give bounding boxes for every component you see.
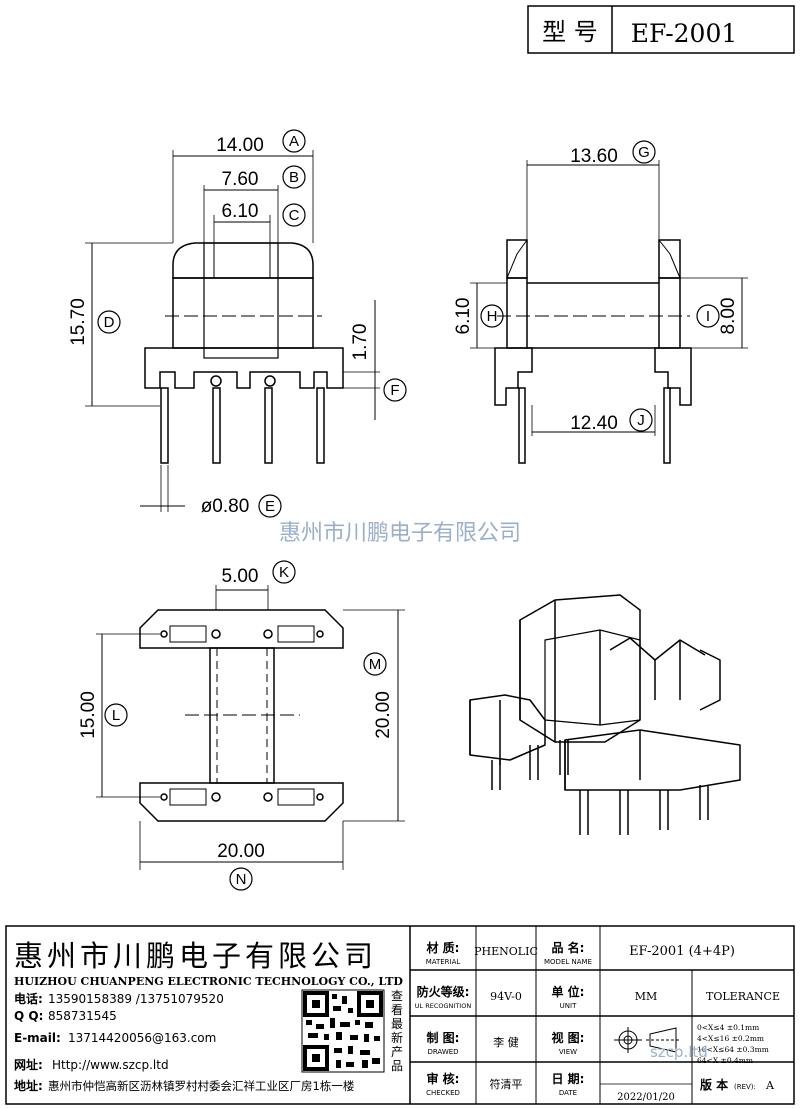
svg-text:(REV):: (REV): (734, 1083, 756, 1091)
svg-text:64<X ±0.4mm: 64<X ±0.4mm (697, 1056, 753, 1065)
svg-text:看: 看 (391, 1003, 403, 1017)
letter-n: N (236, 871, 247, 888)
dim-l: 15.00 (78, 691, 99, 739)
spec-table: 材 质: MATERIAL PHENOLIC 品 名: MODEL NAME E… (415, 940, 780, 1103)
bottom-view (96, 585, 405, 870)
svg-text:产: 产 (391, 1045, 403, 1059)
svg-text:符清平: 符清平 (490, 1078, 523, 1091)
letter-a: A (289, 133, 299, 150)
dim-f: 1.70 (350, 324, 371, 361)
svg-text:防火等级:: 防火等级: (417, 984, 470, 999)
svg-text:94V-0: 94V-0 (490, 990, 522, 1003)
svg-text:2022/01/20: 2022/01/20 (617, 1092, 675, 1103)
svg-text:4<X≤16 ±0.2mm: 4<X≤16 ±0.2mm (697, 1034, 764, 1043)
dim-c: 6.10 (222, 201, 259, 222)
svg-text:UNIT: UNIT (560, 1002, 577, 1010)
svg-text:视 图:: 视 图: (552, 1030, 585, 1045)
svg-text:审 核:: 审 核: (427, 1071, 460, 1086)
svg-text:品 名:: 品 名: (552, 940, 585, 955)
model-header: 型 号 EF-2001 (527, 5, 795, 54)
svg-text:MM: MM (635, 990, 658, 1003)
svg-text:VIEW: VIEW (559, 1048, 577, 1056)
title-block (5, 925, 795, 1105)
dim-g: 13.60 (570, 146, 618, 167)
email-label: E-mail: (14, 1031, 61, 1045)
svg-text:查: 查 (391, 989, 403, 1003)
front-view-labels: 14.00 7.60 6.10 15.70 1.70 ø0.80 A B C D… (68, 129, 407, 518)
svg-text:单 位:: 单 位: (552, 984, 585, 999)
address-value: 惠州市仲恺高新区沥林镇罗村村委会汇祥工业区厂房1栋一楼 (48, 1079, 355, 1093)
letter-f: F (390, 382, 399, 399)
svg-text:制 图:: 制 图: (427, 1030, 460, 1045)
dim-m: 20.00 (373, 691, 394, 739)
phone-label: 电话: (14, 991, 43, 1006)
svg-text:日 期:: 日 期: (552, 1071, 585, 1086)
company-block: 惠州市川鹏电子有限公司 HUIZHOU CHUANPENG ELECTRONIC… (14, 939, 403, 1093)
svg-text:MODEL NAME: MODEL NAME (544, 958, 592, 966)
dim-d: 15.70 (68, 298, 89, 346)
letter-e: E (265, 498, 275, 515)
svg-text:CHECKED: CHECKED (426, 1089, 460, 1097)
svg-text:16<X≤64 ±0.3mm: 16<X≤64 ±0.3mm (697, 1045, 769, 1054)
dim-n: 20.00 (217, 841, 265, 862)
dim-b: 7.60 (222, 169, 259, 190)
letter-d: D (104, 314, 115, 331)
svg-text:DRAWED: DRAWED (427, 1048, 458, 1056)
model-value: EF-2001 (631, 19, 738, 48)
letter-b: B (289, 169, 299, 186)
web-value: Http://www.szcp.ltd (52, 1058, 169, 1072)
dim-i: 8.00 (718, 298, 739, 335)
svg-text:MATERIAL: MATERIAL (426, 958, 461, 966)
bottom-view-labels: 5.00 15.00 20.00 20.00 K L M N (78, 560, 394, 891)
qr-caption: 查 看 最 新 产 品 (391, 989, 403, 1073)
letter-g: G (638, 144, 650, 161)
letter-k: K (279, 564, 289, 581)
svg-text:PHENOLIC: PHENOLIC (474, 945, 538, 958)
qr-code (301, 989, 385, 1073)
front-view (85, 150, 380, 512)
address-label: 地址: (14, 1078, 43, 1093)
svg-text:DATE: DATE (559, 1089, 577, 1097)
dim-k: 5.00 (222, 566, 259, 587)
model-label: 型 号 (542, 18, 598, 46)
company-name-en: HUIZHOU CHUANPENG ELECTRONIC TECHNOLOGY … (14, 975, 403, 988)
web-label: 网址: (14, 1057, 43, 1072)
email-value: 13714420056@163.com (68, 1031, 216, 1045)
svg-text:新: 新 (391, 1030, 403, 1045)
qq-value: 858731545 (48, 1009, 117, 1023)
qq-label: Q Q: (14, 1009, 43, 1023)
svg-text:A: A (765, 1079, 775, 1092)
letter-h: H (487, 308, 498, 325)
svg-text:材 质:: 材 质: (426, 940, 460, 955)
svg-text:李 健: 李 健 (493, 1035, 519, 1049)
dim-a: 14.00 (216, 135, 264, 156)
company-name-cn: 惠州市川鹏电子有限公司 (14, 939, 377, 973)
svg-text:EF-2001 (4+4P): EF-2001 (4+4P) (629, 944, 735, 959)
svg-text:0<X≤4 ±0.1mm: 0<X≤4 ±0.1mm (697, 1023, 759, 1032)
svg-text:品: 品 (391, 1059, 403, 1073)
dim-e: ø0.80 (201, 496, 250, 517)
dim-h: 6.10 (453, 298, 474, 335)
footer-watermark: szcp.ltd (650, 1043, 708, 1061)
projection-symbol-icon (614, 1027, 680, 1053)
side-view (470, 160, 748, 464)
letter-i: I (706, 308, 710, 325)
svg-text:UL RECOGNITION: UL RECOGNITION (415, 1002, 472, 1010)
svg-text:最: 最 (391, 1017, 403, 1031)
letter-l: L (112, 707, 120, 724)
letter-j: J (637, 412, 645, 429)
letter-m: M (369, 656, 382, 673)
watermark-text: 惠州市川鹏电子有限公司 (279, 521, 521, 546)
phone-value: 13590158389 /13751079520 (48, 992, 224, 1006)
side-view-labels: 13.60 6.10 8.00 12.40 G H I J (453, 140, 739, 434)
letter-c: C (289, 207, 300, 224)
dim-j: 12.40 (570, 413, 618, 434)
svg-text:版 本: 版 本 (700, 1077, 728, 1092)
isometric-view (469, 594, 741, 835)
svg-text:TOLERANCE: TOLERANCE (706, 990, 780, 1003)
